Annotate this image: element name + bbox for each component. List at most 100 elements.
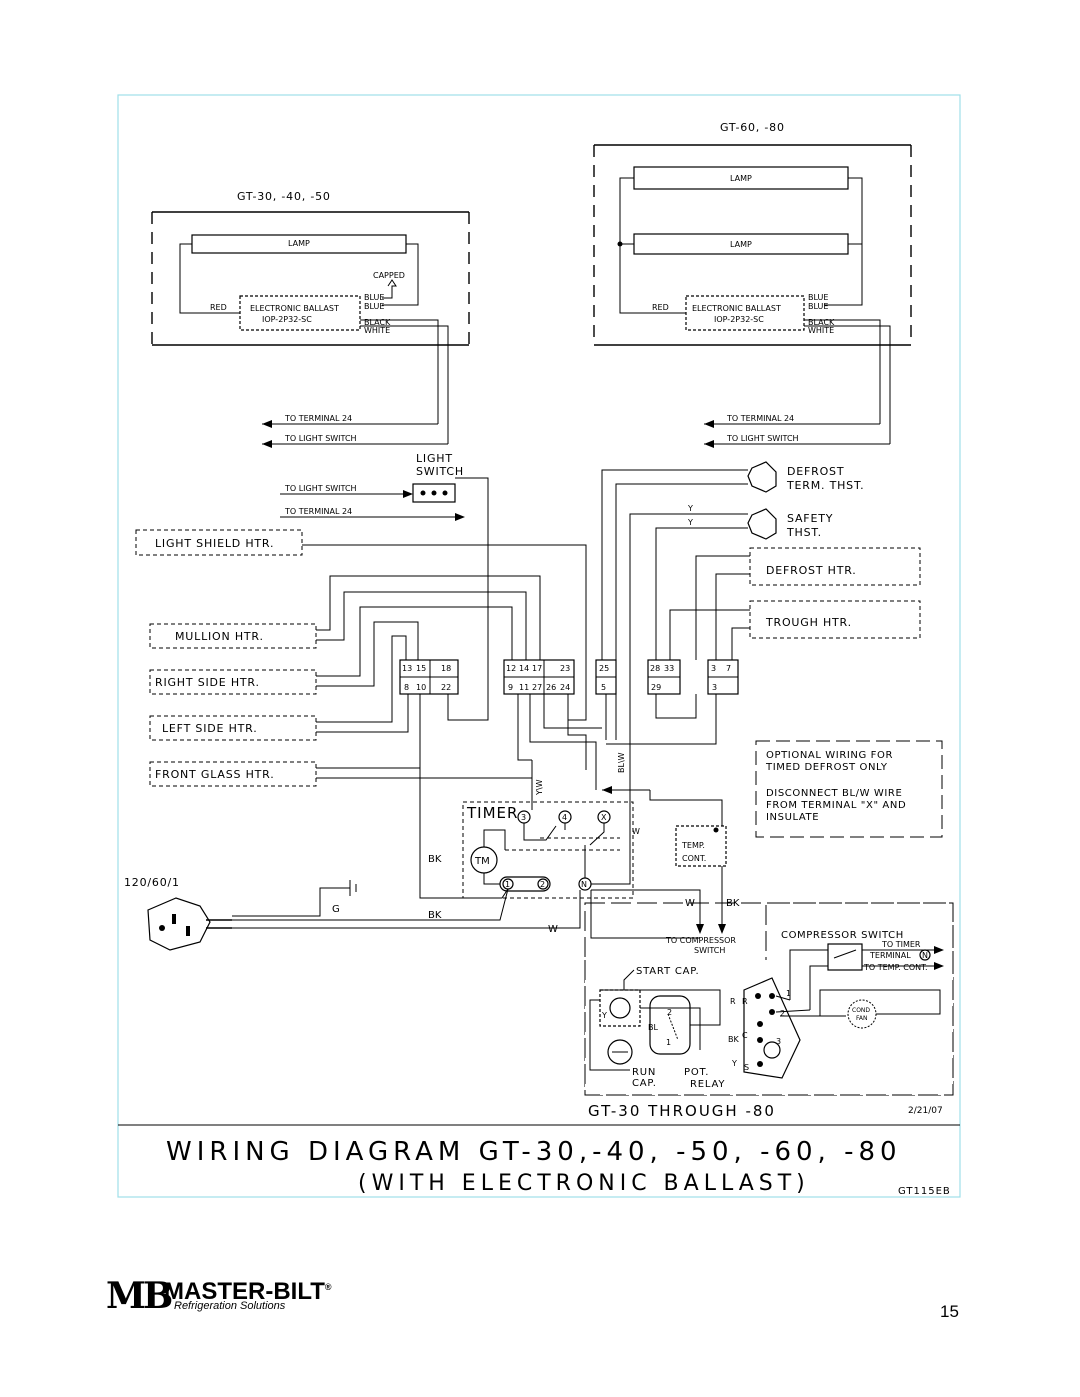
unit-label-left: GT-30, -40, -50 xyxy=(237,190,331,203)
terminal-block-2: 12 14 17 23 9 11 27 26 24 xyxy=(503,659,575,695)
svg-text:BLUE: BLUE xyxy=(808,302,828,311)
diagram-frame xyxy=(117,94,961,1198)
svg-text:33: 33 xyxy=(664,664,674,673)
svg-text:BLACK: BLACK xyxy=(808,318,835,327)
plug-icon xyxy=(147,897,211,951)
svg-text:TO COMPRESSOR: TO COMPRESSOR xyxy=(665,936,736,945)
svg-text:Y: Y xyxy=(731,1059,737,1068)
svg-text:BK: BK xyxy=(428,910,442,921)
svg-text:10: 10 xyxy=(416,683,426,692)
defrost-term-thermostat: DEFROST TERM. THST. xyxy=(601,461,864,740)
internal-wiring: BL\W Y\W W xyxy=(517,694,723,880)
svg-text:RED: RED xyxy=(210,303,227,312)
lead-to-terminal-left: TO TERMINAL 24 TO LIGHT SWITCH xyxy=(262,414,448,448)
svg-text:LAMP: LAMP xyxy=(288,239,310,248)
svg-text:TEMP.: TEMP. xyxy=(681,841,705,850)
svg-text:TIMED DEFROST ONLY: TIMED DEFROST ONLY xyxy=(765,762,888,773)
svg-text:THST.: THST. xyxy=(786,526,822,539)
svg-text:CAPPED: CAPPED xyxy=(373,271,405,280)
temp-control: TEMP. CONT. W BK TO COMPRESSOR SWITCH xyxy=(591,825,740,955)
lamp-box-left: LAMP CAPPED RED ELECTRONIC BALLAST IOP-2… xyxy=(151,211,470,444)
svg-text:5: 5 xyxy=(601,683,606,692)
safety-thermostat: SAFETY THST. Y Y xyxy=(629,504,832,740)
svg-text:BLUE: BLUE xyxy=(364,302,384,311)
svg-text:IOP-2P32-SC: IOP-2P32-SC xyxy=(714,315,764,324)
svg-text:W: W xyxy=(632,827,640,836)
svg-text:TO TIMER: TO TIMER xyxy=(881,940,921,949)
svg-text:WHITE: WHITE xyxy=(364,326,390,335)
svg-text:BK: BK xyxy=(428,854,442,865)
svg-text:TO TERMINAL 24: TO TERMINAL 24 xyxy=(284,414,352,423)
svg-text:INSULATE: INSULATE xyxy=(766,812,819,823)
svg-text:9: 9 xyxy=(508,683,513,692)
svg-text:TO TERMINAL 24: TO TERMINAL 24 xyxy=(726,414,794,423)
svg-text:CONT.: CONT. xyxy=(682,854,706,863)
svg-text:N: N xyxy=(922,951,928,960)
svg-text:25: 25 xyxy=(599,664,609,673)
terminal-block-5: 3 7 3 xyxy=(606,659,739,745)
heater-left-side: LEFT SIDE HTR. xyxy=(149,635,409,741)
svg-text:MULLION HTR.: MULLION HTR. xyxy=(175,630,264,643)
heater-front-glass: FRONT GLASS HTR. xyxy=(149,694,533,787)
svg-text:TM: TM xyxy=(474,856,490,867)
svg-text:Y: Y xyxy=(687,504,693,513)
svg-text:ELECTRONIC BALLAST: ELECTRONIC BALLAST xyxy=(250,304,339,313)
svg-text:R: R xyxy=(730,997,736,1006)
svg-text:TERMINAL: TERMINAL xyxy=(869,951,911,960)
terminal-block-3: 25 5 xyxy=(595,659,617,740)
svg-text:Y: Y xyxy=(687,518,693,527)
svg-text:RELAY: RELAY xyxy=(690,1079,725,1090)
svg-text:TO LIGHT SWITCH: TO LIGHT SWITCH xyxy=(284,434,357,443)
svg-text:2: 2 xyxy=(540,880,545,889)
page-number: 15 xyxy=(940,1302,959,1321)
timer: TIMER 3 4 X TM 1 2 N BK xyxy=(419,694,634,899)
svg-text:ELECTRONIC BALLAST: ELECTRONIC BALLAST xyxy=(692,304,781,313)
svg-text:RIGHT SIDE HTR.: RIGHT SIDE HTR. xyxy=(155,676,260,689)
compressor-section: COMPRESSOR SWITCH TO TIMER TERMINAL N TO… xyxy=(584,902,954,1096)
terminal-block-1: 13 15 18 8 10 22 xyxy=(399,659,459,695)
svg-text:LIGHT SHIELD HTR.: LIGHT SHIELD HTR. xyxy=(155,537,274,550)
brand-tagline: Refrigeration Solutions xyxy=(174,1300,286,1312)
svg-text:COMPRESSOR SWITCH: COMPRESSOR SWITCH xyxy=(781,930,904,941)
svg-text:7: 7 xyxy=(726,664,731,673)
drawing-number: GT115EB xyxy=(898,1186,951,1197)
svg-text:28: 28 xyxy=(650,664,660,673)
lead-to-terminal-right: TO TERMINAL 24 TO LIGHT SWITCH xyxy=(704,414,890,448)
svg-text:WHITE: WHITE xyxy=(808,326,834,335)
svg-text:X: X xyxy=(601,813,607,822)
svg-text:SWITCH: SWITCH xyxy=(416,465,464,478)
power-cord: 120/60/1 G BK W xyxy=(124,876,700,951)
svg-text:22: 22 xyxy=(441,683,451,692)
svg-text:IOP-2P32-SC: IOP-2P32-SC xyxy=(262,315,312,324)
svg-text:R: R xyxy=(742,997,748,1006)
svg-text:23: 23 xyxy=(560,664,570,673)
svg-text:START CAP.: START CAP. xyxy=(636,966,700,977)
title-line-1: WIRING DIAGRAM GT-30,-40, -50, -60, -80 xyxy=(166,1137,902,1167)
svg-text:DEFROST HTR.: DEFROST HTR. xyxy=(766,564,857,577)
svg-text:14: 14 xyxy=(519,664,529,673)
diagram-date: 2/21/07 xyxy=(908,1106,943,1116)
title-line-2: (WITH ELECTRONIC BALLAST) xyxy=(358,1171,810,1196)
svg-text:BLUE: BLUE xyxy=(808,293,828,302)
brand-name: MASTER-BILT® xyxy=(164,1278,332,1305)
svg-text:12: 12 xyxy=(506,664,516,673)
svg-text:LAMP: LAMP xyxy=(730,174,752,183)
heater-defrost: DEFROST HTR. xyxy=(695,547,921,660)
svg-text:OPTIONAL WIRING FOR: OPTIONAL WIRING FOR xyxy=(766,750,893,761)
unit-label-right: GT-60, -80 xyxy=(720,121,785,134)
svg-text:8: 8 xyxy=(404,683,409,692)
svg-text:S: S xyxy=(744,1063,749,1072)
svg-text:N: N xyxy=(581,880,587,889)
svg-text:3: 3 xyxy=(712,683,717,692)
svg-text:1: 1 xyxy=(786,989,791,998)
range-title: GT-30 THROUGH -80 xyxy=(588,1102,776,1120)
svg-text:G: G xyxy=(332,904,340,915)
svg-text:3: 3 xyxy=(776,1037,781,1046)
lamp-box-right: LAMP LAMP RED ELECTRONIC BALLAST IOP-2P3… xyxy=(593,144,912,444)
logo-mark: MB xyxy=(106,1275,173,1317)
svg-text:TROUGH HTR.: TROUGH HTR. xyxy=(765,616,852,629)
svg-text:SWITCH: SWITCH xyxy=(694,946,725,955)
svg-text:FAN: FAN xyxy=(856,1015,868,1022)
svg-text:120/60/1: 120/60/1 xyxy=(124,876,180,889)
